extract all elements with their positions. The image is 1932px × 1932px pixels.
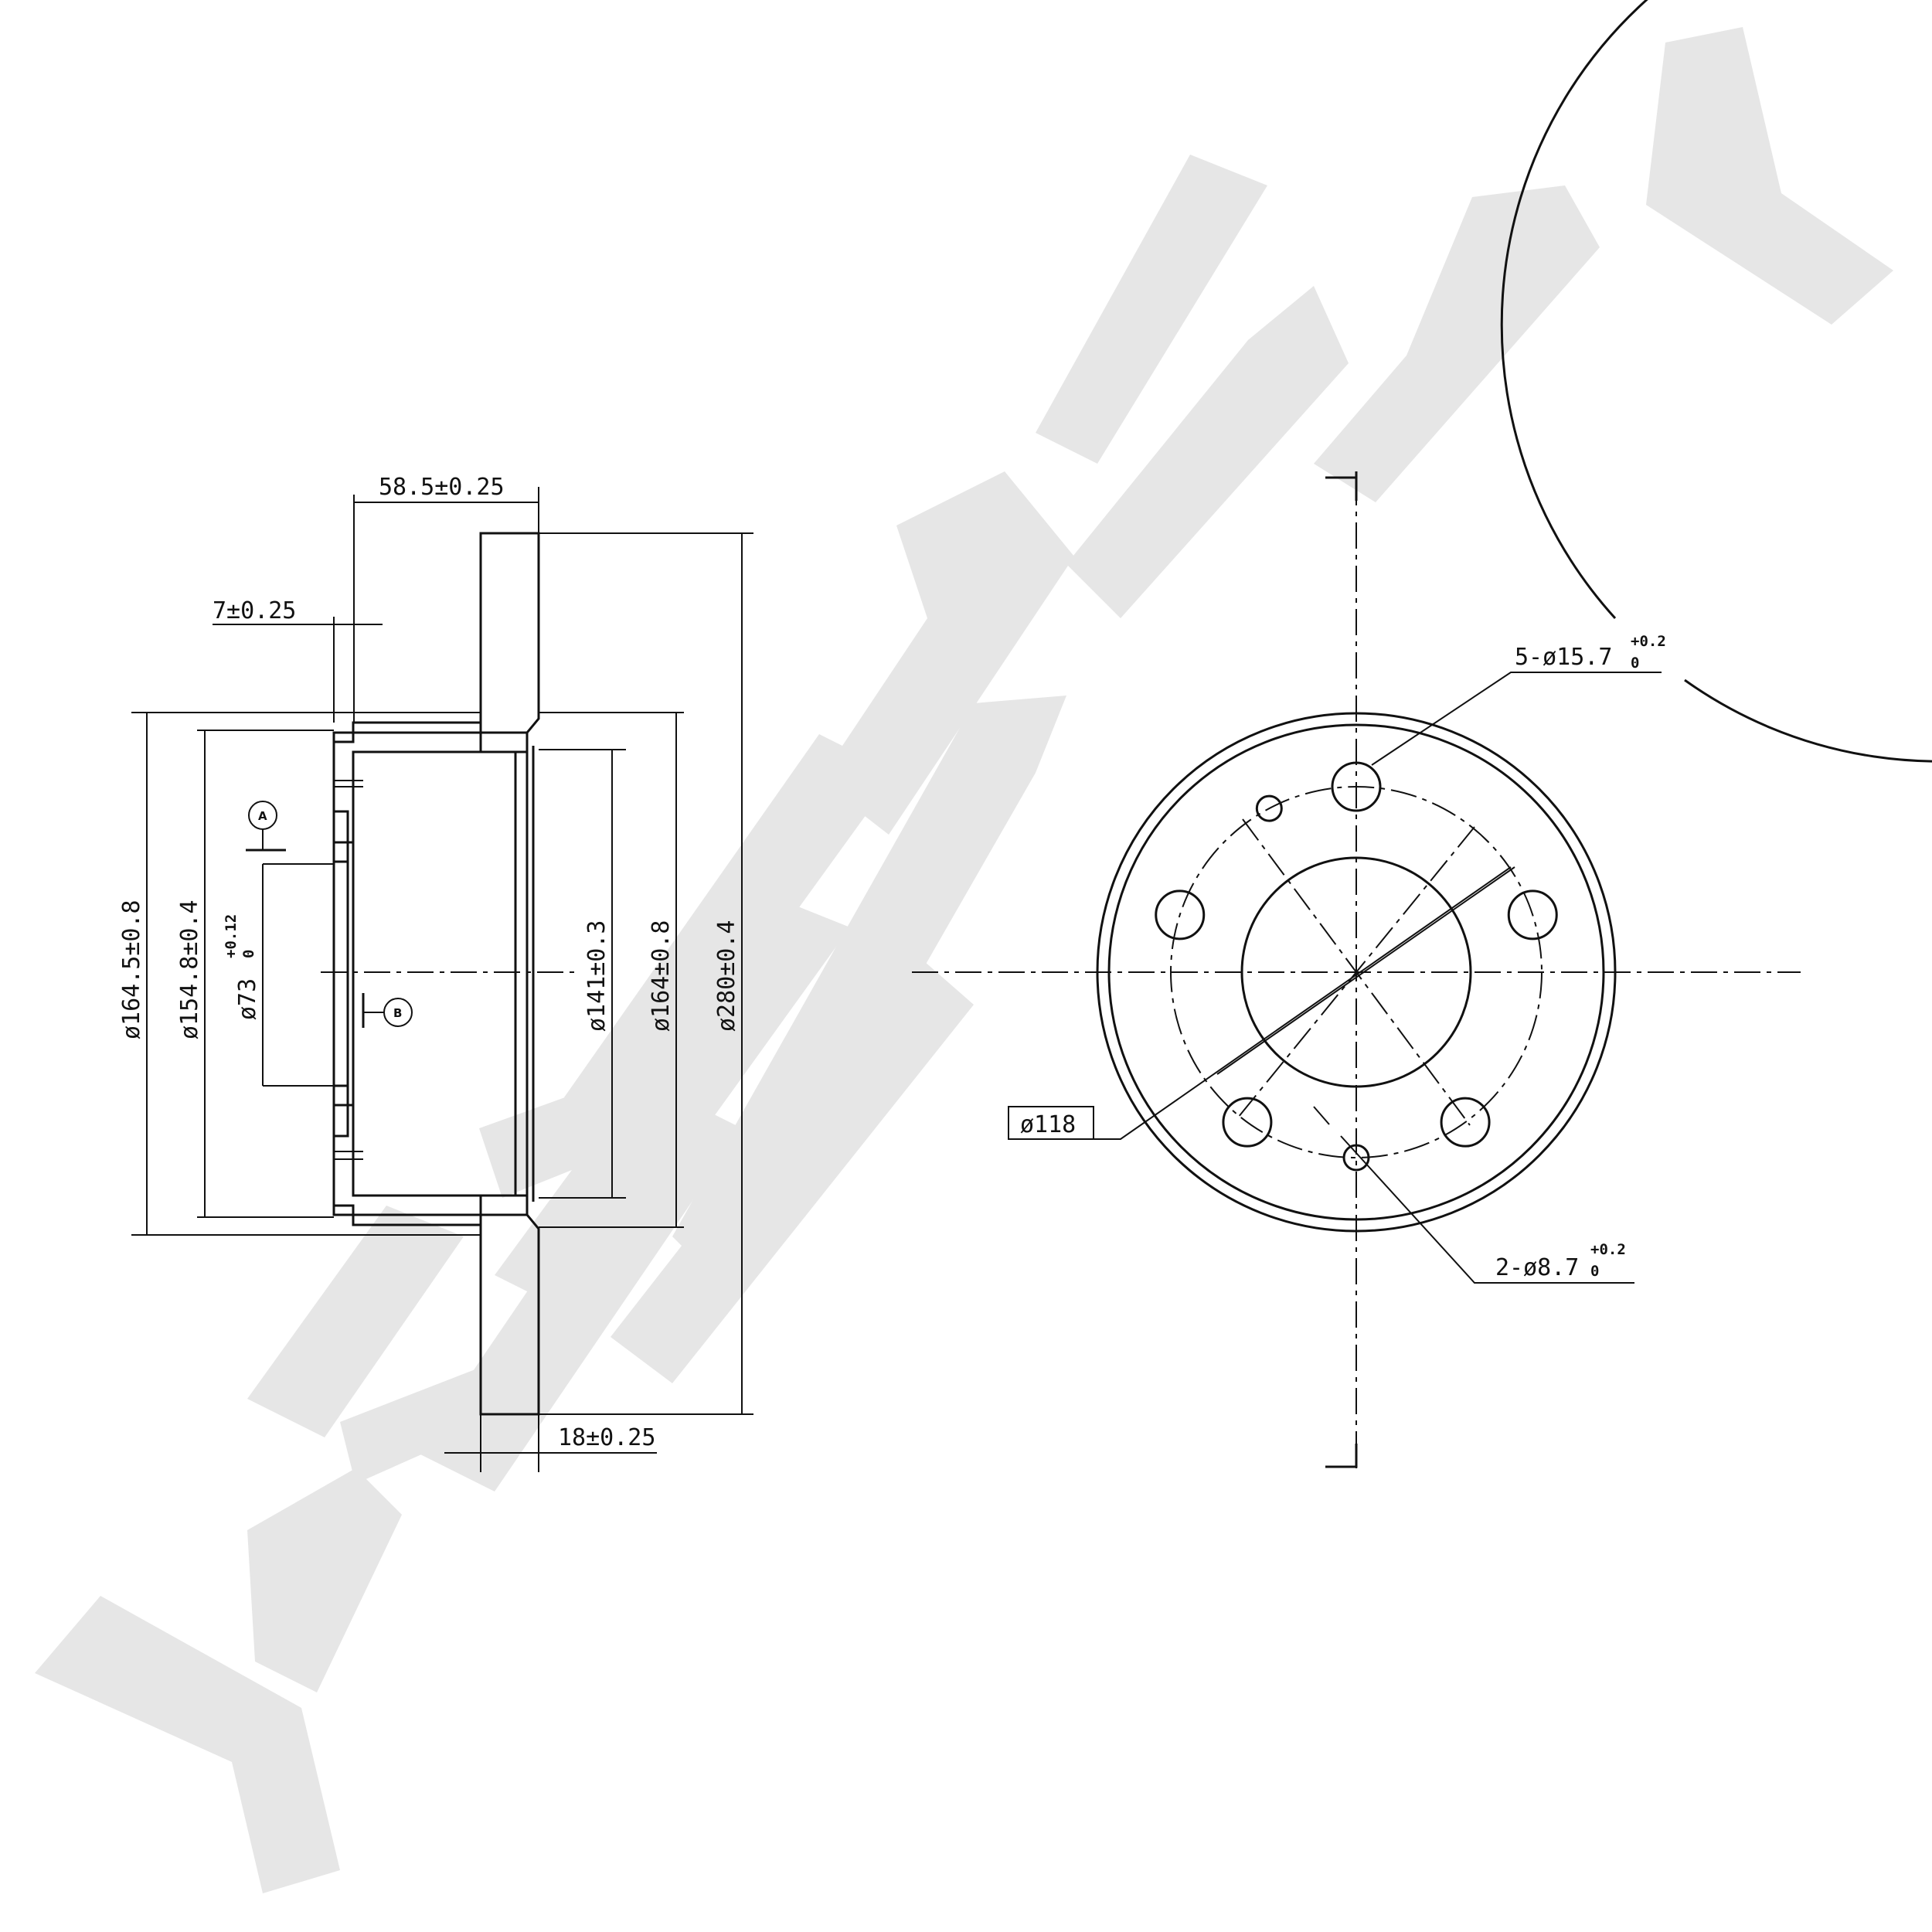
- front-view: [912, 0, 1932, 1468]
- dim-offset-width: 58.5±0.25: [379, 474, 505, 501]
- tol-center-bore-upper: +0.12: [223, 914, 240, 958]
- pcd-label: ø118: [1020, 1111, 1076, 1138]
- hub-flange-bottom: [332, 1084, 349, 1138]
- pin-holes-label: 2-ø8.7: [1495, 1254, 1579, 1281]
- dim-diam-141: ø141±0.3: [583, 920, 611, 1032]
- datum-a-label: A: [258, 809, 267, 823]
- dim-flange-thickness: 7±0.25: [213, 597, 296, 624]
- pcd-box: [1008, 1106, 1094, 1140]
- bolt-holes-label: 5-ø15.7: [1515, 644, 1612, 671]
- section-dimension-lines: [131, 487, 753, 1472]
- dim-center-bore: ø73: [234, 978, 261, 1020]
- bolt-hole: [1507, 889, 1558, 940]
- bolt-holes-tol-upper: +0.2: [1631, 633, 1666, 650]
- datum-b-label: B: [393, 1006, 402, 1020]
- section-view: [321, 532, 576, 1416]
- dim-diam-280: ø280±0.4: [713, 920, 740, 1032]
- hub-flange-top: [332, 810, 349, 863]
- outer-disc-circle: [1500, 0, 1932, 763]
- pin-hole: [1342, 1144, 1370, 1172]
- disc-section-top: [332, 532, 540, 753]
- pin-holes-tol-upper: +0.2: [1590, 1241, 1626, 1258]
- bolt-hole: [1155, 889, 1206, 940]
- pin-hole: [1255, 794, 1283, 822]
- tol-center-bore-lower: 0: [240, 950, 257, 958]
- bolt-hole: [1222, 1097, 1273, 1148]
- watermark-logo: [35, 27, 1893, 1893]
- pin-holes-tol-lower: 0: [1590, 1263, 1599, 1280]
- front-view-annotations: 5-ø15.7 +0.2 0 2-ø8.7 +0.2 0 ø118: [1008, 633, 1666, 1284]
- dim-disc-thickness: 18±0.25: [558, 1424, 655, 1451]
- bolt-hole: [1331, 761, 1382, 812]
- bolt-hole: [1440, 1097, 1491, 1148]
- bolt-holes-tol-lower: 0: [1631, 655, 1639, 672]
- dim-diam-164: ø164±0.8: [648, 920, 675, 1032]
- bolt-hole-pattern: [1155, 761, 1558, 1172]
- dim-diam-154-8: ø154.8±0.4: [176, 900, 203, 1039]
- dim-diam-164-5: ø164.5±0.8: [118, 900, 145, 1039]
